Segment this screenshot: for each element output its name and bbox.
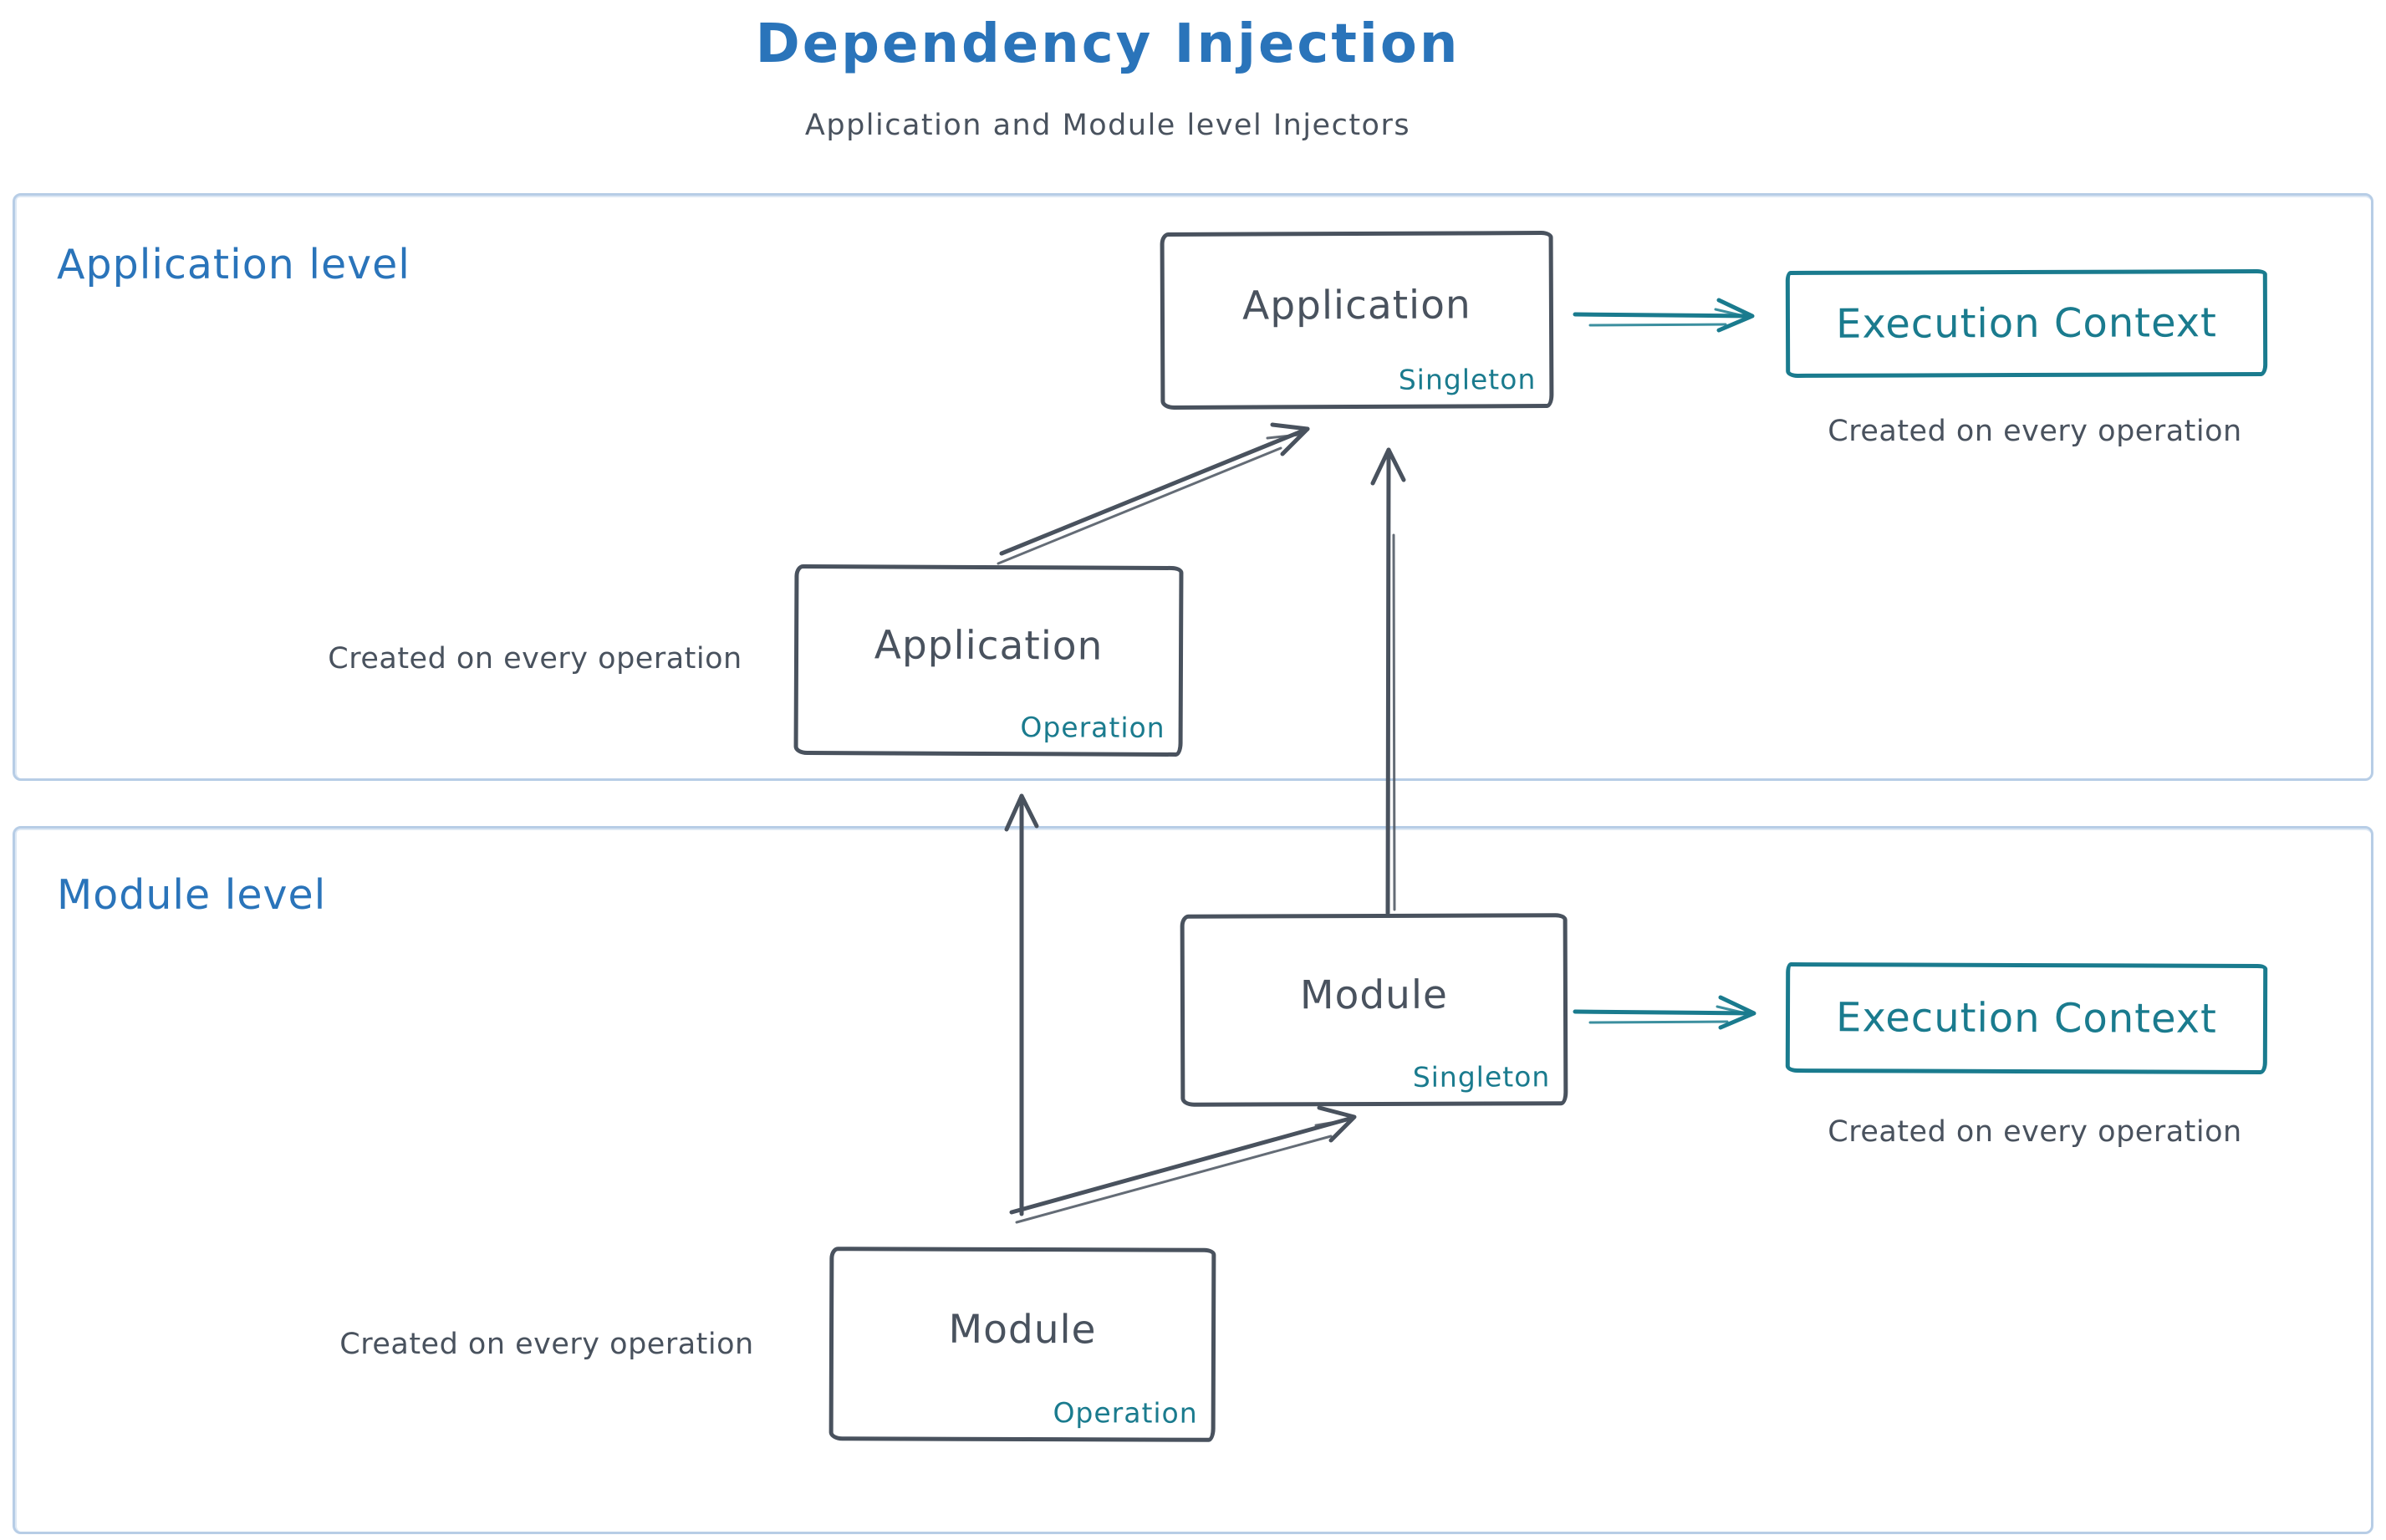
application-operation-title: Application: [874, 621, 1104, 670]
module-singleton-box: Module Singleton: [1180, 913, 1568, 1107]
module-level-container: [13, 826, 2373, 1534]
module-execution-context-label: Execution Context: [1835, 994, 2218, 1043]
application-singleton-title: Application: [1241, 281, 1471, 329]
page-title: Dependency Injection: [755, 13, 1461, 75]
application-operation-tag: Operation: [1020, 711, 1165, 744]
application-operation-caption: Created on every operation: [328, 642, 742, 676]
module-operation-title: Module: [948, 1306, 1097, 1353]
module-operation-caption: Created on every operation: [339, 1328, 754, 1361]
module-operation-tag: Operation: [1053, 1396, 1198, 1430]
application-singleton-box: Application Singleton: [1160, 230, 1554, 410]
application-singleton-tag: Singleton: [1398, 363, 1537, 396]
module-level-label: Module level: [57, 871, 327, 919]
application-execution-context-label: Execution Context: [1835, 299, 2218, 348]
module-singleton-tag: Singleton: [1412, 1060, 1551, 1094]
module-execution-context-box: Execution Context: [1785, 961, 2268, 1075]
page-subtitle: Application and Module level Injectors: [804, 109, 1411, 142]
application-execution-context-caption: Created on every operation: [1828, 415, 2242, 448]
module-singleton-title: Module: [1299, 971, 1448, 1018]
module-operation-box: Module Operation: [828, 1247, 1216, 1442]
application-level-label: Application level: [57, 241, 410, 288]
module-execution-context-caption: Created on every operation: [1828, 1115, 2242, 1149]
application-execution-context-box: Execution Context: [1785, 268, 2268, 379]
application-level-container: [13, 193, 2373, 781]
application-operation-box: Application Operation: [793, 563, 1184, 757]
